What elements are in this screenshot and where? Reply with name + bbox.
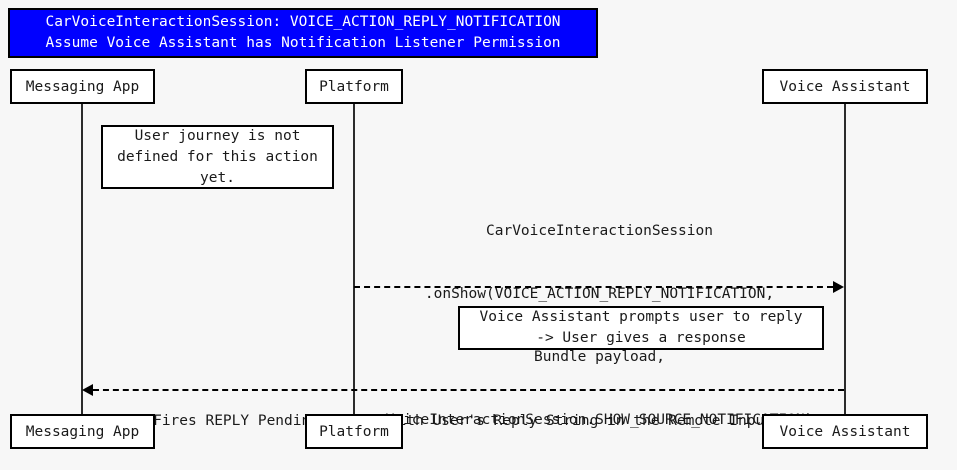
message-line-2: .onShow(VOICE_ACTION_REPLY_NOTIFICATION, xyxy=(424,286,775,302)
note-user-journey: User journey is not defined for this act… xyxy=(101,125,334,189)
participant-bottom-voice-assistant[interactable]: Voice Assistant xyxy=(762,414,928,449)
lifeline-messaging-app xyxy=(81,104,83,414)
message-line-1: CarVoiceInteractionSession xyxy=(486,223,713,239)
lifeline-platform xyxy=(353,104,355,414)
diagram-title-block: CarVoiceInteractionSession: VOICE_ACTION… xyxy=(8,8,598,58)
diagram-title-line-2: Assume Voice Assistant has Notification … xyxy=(45,35,561,51)
message-arrowhead-reply-intent xyxy=(82,384,93,396)
note-line-1: User journey is not xyxy=(134,127,301,144)
note-line-3: yet. xyxy=(200,169,235,186)
message-line-1: Fires REPLY Pending Intent with User's R… xyxy=(153,413,773,429)
participant-top-platform[interactable]: Platform xyxy=(305,69,403,104)
message-arrow-onshow xyxy=(354,286,833,288)
participant-label: Platform xyxy=(319,78,389,95)
message-label-reply-intent: Fires REPLY Pending Intent with User's R… xyxy=(82,369,844,470)
lifeline-voice-assistant xyxy=(844,104,846,414)
participant-label: Voice Assistant xyxy=(779,78,911,95)
message-line-4: VoiceInteractionSession.SHOW_SOURCE_NOTI… xyxy=(385,412,814,428)
message-arrow-reply-intent xyxy=(93,389,844,391)
participant-top-messaging-app[interactable]: Messaging App xyxy=(10,69,155,104)
participant-label: Voice Assistant xyxy=(779,423,911,440)
note-prompt-user: Voice Assistant prompts user to reply ->… xyxy=(458,306,824,350)
participant-label: Messaging App xyxy=(25,78,140,95)
participant-top-voice-assistant[interactable]: Voice Assistant xyxy=(762,69,928,104)
participant-label: Platform xyxy=(319,423,389,440)
participant-bottom-platform[interactable]: Platform xyxy=(305,414,403,449)
note-line-1: Voice Assistant prompts user to reply xyxy=(479,309,803,325)
note-line-2: defined for this action xyxy=(117,148,318,165)
diagram-title-line-1: CarVoiceInteractionSession: VOICE_ACTION… xyxy=(45,14,561,30)
participant-bottom-messaging-app[interactable]: Messaging App xyxy=(10,414,155,449)
message-label-onshow: CarVoiceInteractionSession .onShow(VOICE… xyxy=(355,179,844,470)
message-line-3: Bundle payload, xyxy=(534,349,665,365)
note-line-2: -> User gives a response xyxy=(536,330,746,346)
participant-label: Messaging App xyxy=(25,423,140,440)
message-arrowhead-onshow xyxy=(833,281,844,293)
